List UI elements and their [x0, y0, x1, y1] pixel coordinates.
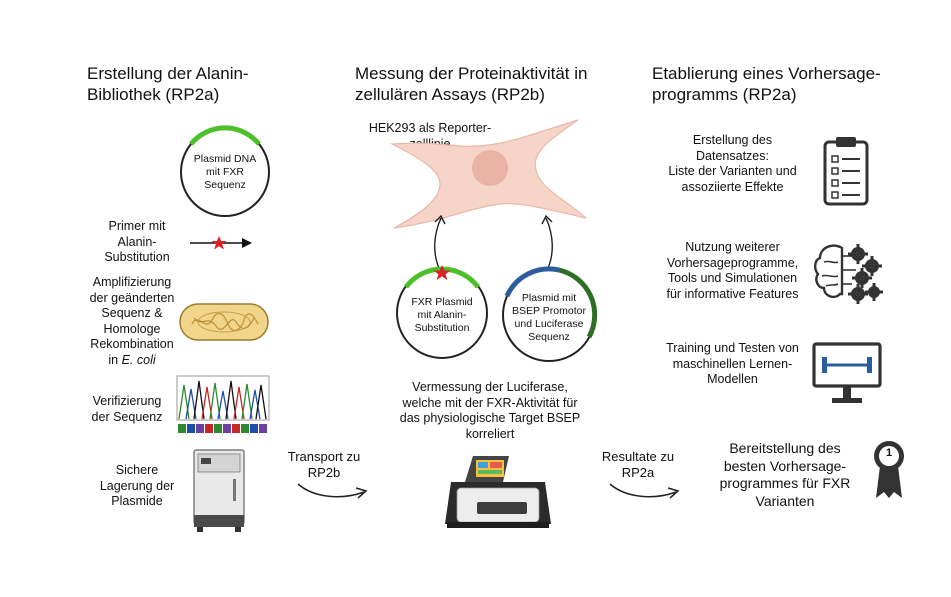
- results-line1: Resultate zu: [601, 449, 675, 464]
- col1-heading-line1: Erstellung der Alanin-: [87, 64, 249, 83]
- arrow-results-icon: [609, 483, 680, 499]
- dataset-line3: Liste der Varianten und: [668, 164, 797, 178]
- col2-heading: Messung der Proteinaktivität in zellulär…: [355, 63, 625, 105]
- dataset-line4: assoziierte Effekte: [681, 179, 784, 194]
- final-line3: programmes für FXR: [719, 475, 851, 491]
- transport-label: Transport zu RP2b: [274, 449, 374, 480]
- final-line4: Varianten: [755, 492, 815, 509]
- amplification-line5: Rekombination: [90, 337, 174, 351]
- col2-heading-line2: zellulären Assays (RP2b): [355, 85, 545, 104]
- amplification-line6: in E. coli: [72, 353, 192, 369]
- storage-label: Sichere Lagerung der Plasmide: [92, 463, 182, 510]
- clipboard-icon: [823, 137, 869, 206]
- verification-label: Verifizierung der Sequenz: [84, 394, 170, 425]
- storage-line1: Sichere: [115, 463, 159, 477]
- primer-line2: Alanin-: [117, 234, 157, 249]
- amplification-in: in: [108, 352, 122, 367]
- dataset-line1: Erstellung des: [692, 133, 773, 147]
- fxr-plasmid-line3: Substitution: [414, 322, 470, 334]
- col2-heading-line1: Messung der Proteinaktivität in: [355, 64, 588, 83]
- bsep-plasmid-icon: [502, 266, 598, 362]
- col3-heading: Etablierung eines Vorhersage- programms …: [652, 63, 912, 105]
- col3-heading-line2: programms (RP2a): [652, 85, 797, 104]
- plasmid-dna-line3: Sequenz: [204, 179, 246, 191]
- amplification-line3: Sequenz &: [101, 306, 163, 320]
- plasmid-dna-line2: mit FXR: [206, 166, 244, 178]
- award-medal-icon: [874, 441, 904, 498]
- amplification-line4: Homologe: [103, 321, 161, 336]
- bsep-plasmid-label: Plasmid mit BSEP Promotor und Luciferase…: [503, 292, 595, 344]
- medal-number: 1: [885, 447, 893, 459]
- bsep-plasmid-line1: Plasmid mit: [521, 292, 577, 304]
- dataset-line2: Datensatzes:: [696, 148, 769, 163]
- final-label: Bereitstellung des besten Vorhersage- pr…: [700, 440, 870, 510]
- primer-line1: Primer mit: [108, 219, 166, 233]
- monitor-training-icon: [812, 342, 882, 403]
- amplification-line2: der geänderten: [89, 290, 175, 305]
- measurement-line3: das physiologische Target BSEP: [399, 411, 581, 425]
- fxr-plasmid-label: FXR Plasmid mit Alanin- Substitution: [397, 296, 487, 335]
- bsep-plasmid-line4: Sequenz: [528, 331, 570, 343]
- arrow-right-up-icon: [541, 214, 553, 269]
- cell-label-line1: HEK293 als Reporter-: [368, 121, 492, 135]
- ecoli-text: E. coli: [121, 352, 156, 367]
- brain-gears-icon: [814, 244, 883, 304]
- fxr-plasmid-line2: mit Alanin-: [417, 309, 467, 321]
- primer-arrow-icon: [190, 236, 252, 250]
- results-line2: RP2a: [621, 464, 655, 480]
- chromatogram-icon: [176, 375, 270, 433]
- arrow-transport-icon: [297, 483, 368, 499]
- results-label: Resultate zu RP2a: [588, 449, 688, 480]
- col1-heading: Erstellung der Alanin- Bibliothek (RP2a): [87, 63, 327, 105]
- verification-line1: Verifizierung: [92, 394, 162, 408]
- final-line1: Bereitstellung des: [729, 440, 841, 456]
- training-line3: Modellen: [707, 372, 758, 386]
- training-line1: Training und Testen von: [666, 341, 799, 355]
- ecoli-bacterium-icon: [179, 303, 269, 341]
- plate-reader-icon: [445, 456, 551, 528]
- plasmid-dna-line1: Plasmid DNA: [193, 153, 257, 165]
- hek293-cell-icon: [389, 119, 587, 229]
- measurement-line1: Vermessung der Luciferase,: [412, 380, 568, 394]
- col1-heading-line2: Bibliothek (RP2a): [87, 85, 220, 104]
- storage-line3: Plasmide: [111, 494, 163, 508]
- primer-line3: Substitution: [104, 250, 170, 264]
- verification-line2: der Sequenz: [91, 409, 163, 424]
- bsep-plasmid-line2: BSEP Promotor: [512, 305, 586, 317]
- fxr-plasmid-icon: [396, 265, 488, 359]
- fxr-plasmid-line1: FXR Plasmid: [411, 296, 473, 308]
- tools-line4: für informative Features: [666, 286, 799, 301]
- plasmid-dna-label: Plasmid DNA mit FXR Sequenz: [181, 153, 269, 192]
- transport-line2: RP2b: [307, 464, 341, 480]
- storage-line2: Lagerung der: [99, 478, 175, 493]
- training-line2: maschinellen Lernen-: [672, 356, 793, 371]
- tools-line1: Nutzung weiterer: [685, 240, 780, 254]
- amplification-label: Amplifizierung der geänderten Sequenz & …: [72, 275, 192, 368]
- transport-line1: Transport zu: [287, 449, 361, 464]
- dataset-label: Erstellung des Datensatzes: Liste der Va…: [650, 133, 815, 195]
- final-line2: besten Vorhersage-: [723, 457, 847, 474]
- tools-line2: Vorhersageprogramme,: [666, 255, 799, 270]
- freezer-icon: [193, 449, 245, 532]
- primer-label: Primer mit Alanin- Substitution: [82, 219, 192, 266]
- plasmid-dna-icon: [180, 125, 270, 217]
- col3-heading-line1: Etablierung eines Vorhersage-: [652, 64, 881, 83]
- tools-label: Nutzung weiterer Vorhersageprogramme, To…: [650, 240, 815, 302]
- measurement-label: Vermessung der Luciferase, welche mit de…: [380, 380, 600, 442]
- amplification-line1: Amplifizierung: [92, 275, 172, 289]
- measurement-line4: korreliert: [465, 426, 515, 441]
- measurement-line2: welche mit der FXR-Aktivität für: [402, 395, 578, 410]
- training-label: Training und Testen von maschinellen Ler…: [650, 341, 815, 388]
- tools-line3: Tools und Simulationen: [667, 271, 798, 285]
- arrow-left-up-icon: [434, 214, 446, 269]
- bsep-plasmid-line3: und Luciferase: [514, 318, 584, 330]
